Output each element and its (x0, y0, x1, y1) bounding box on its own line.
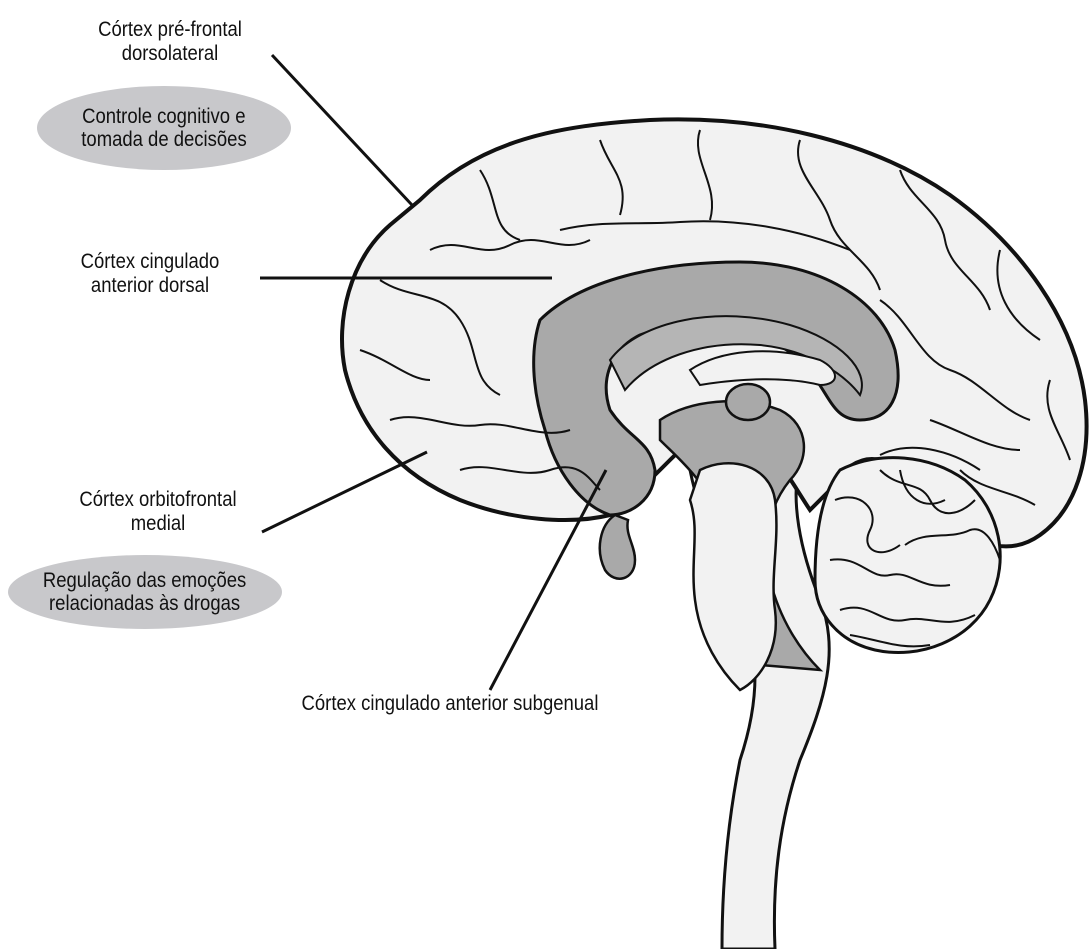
leader-line-mofc (262, 452, 427, 532)
oval-dlpfc-line2: tomada de decisões (81, 128, 246, 151)
label-dacc: Córtex cingulado anterior dorsal (62, 250, 238, 298)
oval-dlpfc-function: Controle cognitivo e tomada de decisões (37, 86, 291, 170)
label-dlpfc-line1: Córtex pré-frontal (82, 18, 258, 42)
pons (690, 463, 776, 690)
cerebellum (815, 458, 1000, 653)
label-dlpfc: Córtex pré-frontal dorsolateral (82, 18, 258, 66)
label-dacc-line2: anterior dorsal (62, 274, 238, 298)
label-dacc-line1: Córtex cingulado (62, 250, 238, 274)
oval-mofc-line2: relacionadas às drogas (49, 592, 240, 615)
oval-mofc-function: Regulação das emoções relacionadas às dr… (8, 555, 282, 629)
label-mofc: Córtex orbitofrontal medial (61, 488, 255, 536)
leader-line-dlpfc (272, 55, 412, 205)
oval-mofc-line1: Regulação das emoções (43, 569, 246, 592)
label-sgacc-line1: Córtex cingulado anterior subgenual (274, 692, 626, 716)
pituitary (600, 515, 635, 579)
label-mofc-line2: medial (61, 512, 255, 536)
massa-intermedia (726, 384, 770, 420)
label-mofc-line1: Córtex orbitofrontal (61, 488, 255, 512)
oval-dlpfc-line1: Controle cognitivo e (82, 105, 245, 128)
label-sgacc: Córtex cingulado anterior subgenual (274, 692, 626, 716)
label-dlpfc-line2: dorsolateral (82, 42, 258, 66)
